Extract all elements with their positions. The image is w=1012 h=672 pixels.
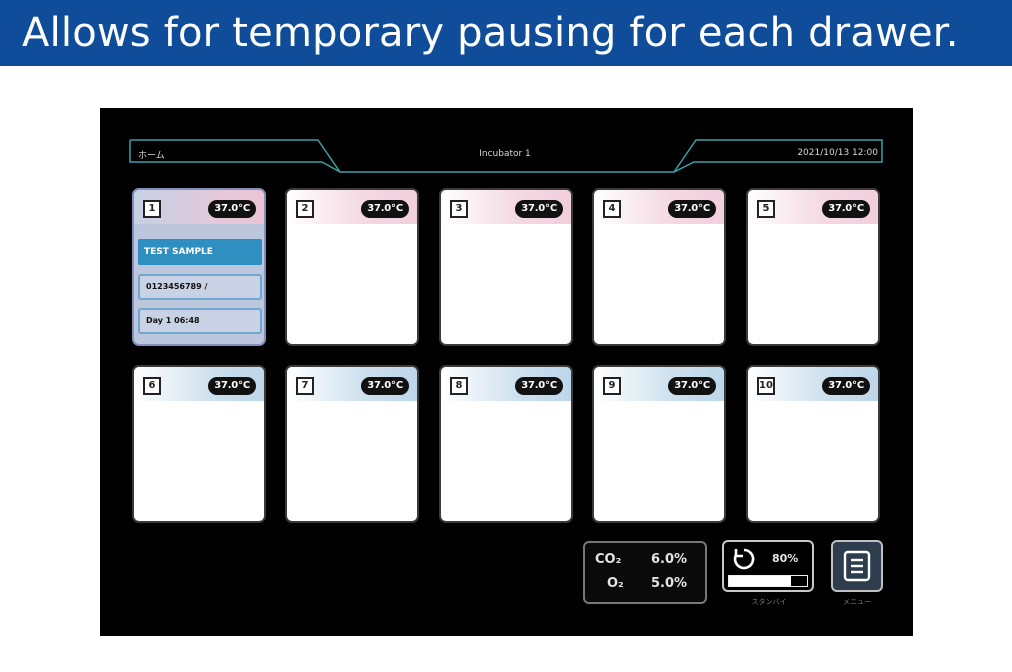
o2-label: O₂ <box>607 576 624 591</box>
drawer-card-8[interactable]: 8 37.0°C <box>439 365 573 523</box>
home-label[interactable]: ホーム <box>138 151 165 161</box>
drawer-card-1[interactable]: 1 37.0°C TEST SAMPLE 0123456789 / Day 1 06:4… <box>132 188 266 346</box>
drawer-temperature: 37.0°C <box>822 377 870 395</box>
drawer-number: 1 <box>143 200 161 218</box>
level-bar-fill <box>729 576 792 586</box>
refresh-icon <box>733 548 755 570</box>
co2-value: 6.0% <box>651 552 688 567</box>
drawer-number: 4 <box>603 200 621 218</box>
gas-status-panel: CO₂ 6.0% O₂ 5.0% <box>583 541 707 604</box>
drawer-card-5[interactable]: 5 37.0°C <box>746 188 880 346</box>
header-frame <box>129 139 883 173</box>
drawer-temperature: 37.0°C <box>515 377 563 395</box>
drawer-number: 7 <box>296 377 314 395</box>
menu-icon <box>843 550 871 582</box>
sample-day[interactable]: Day 1 06:48 <box>138 308 262 334</box>
drawer-temperature: 37.0°C <box>668 377 716 395</box>
co2-label: CO₂ <box>595 552 622 567</box>
drawer-temperature: 37.0°C <box>208 200 256 218</box>
drawer-number: 10 <box>757 377 775 395</box>
drawer-card-10[interactable]: 10 37.0°C <box>746 365 880 523</box>
drawer-temperature: 37.0°C <box>361 200 409 218</box>
banner-caption: Allows for temporary pausing for each dr… <box>0 0 1012 66</box>
menu-caption: メニュー <box>843 598 871 606</box>
drawer-card-9[interactable]: 9 37.0°C <box>592 365 726 523</box>
drawer-number: 9 <box>603 377 621 395</box>
menu-button[interactable] <box>831 540 883 592</box>
incubator-title: Incubator 1 <box>479 149 531 159</box>
drawer-number: 3 <box>450 200 468 218</box>
drawer-temperature: 37.0°C <box>822 200 870 218</box>
drawer-number: 8 <box>450 377 468 395</box>
level-bar <box>728 575 808 587</box>
drawer-temperature: 37.0°C <box>361 377 409 395</box>
drawer-number: 6 <box>143 377 161 395</box>
drawer-number: 5 <box>757 200 775 218</box>
drawer-card-4[interactable]: 4 37.0°C <box>592 188 726 346</box>
o2-value: 5.0% <box>651 576 688 591</box>
drawer-temperature: 37.0°C <box>515 200 563 218</box>
drawer-card-6[interactable]: 6 37.0°C <box>132 365 266 523</box>
standby-caption: スタンバイ <box>751 598 787 606</box>
standby-level-button[interactable]: 80% <box>722 540 814 592</box>
drawer-temperature: 37.0°C <box>668 200 716 218</box>
datetime-display: 2021/10/13 12:00 <box>797 148 878 158</box>
drawer-number: 2 <box>296 200 314 218</box>
incubator-screen: ホーム Incubator 1 2021/10/13 12:00 1 37.0°C… <box>100 108 913 636</box>
sample-name[interactable]: TEST SAMPLE <box>138 239 262 265</box>
drawer-card-2[interactable]: 2 37.0°C <box>285 188 419 346</box>
level-value: 80% <box>772 552 799 565</box>
sample-id[interactable]: 0123456789 / <box>138 274 262 300</box>
drawer-card-3[interactable]: 3 37.0°C <box>439 188 573 346</box>
drawer-card-7[interactable]: 7 37.0°C <box>285 365 419 523</box>
drawer-temperature: 37.0°C <box>208 377 256 395</box>
